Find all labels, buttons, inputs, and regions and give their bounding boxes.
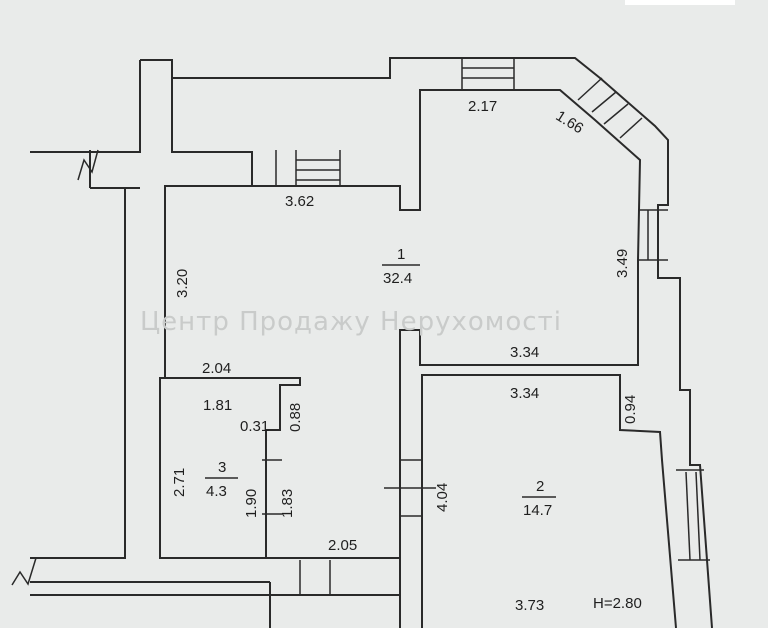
dim-corridor-top: 3.62: [285, 193, 314, 210]
room-3-area: 4.3: [206, 483, 227, 500]
room2-wall: [421, 374, 677, 628]
window-right: [638, 209, 668, 261]
dim-room1-bottom: 3.34: [510, 344, 539, 361]
dim-corner-window: 1.66: [553, 107, 587, 137]
dim-bottom-corridor: 2.05: [328, 537, 357, 554]
watermark: Центр Продажу Нерухомості: [140, 307, 562, 337]
dim-room3-notch-w: 0.31: [240, 418, 269, 435]
room-3-number: 3: [218, 459, 226, 476]
dim-room2-right: 0.94: [622, 395, 639, 424]
dim-room3-door-1: 1.90: [243, 489, 260, 518]
dim-room3-notch-h: 0.88: [287, 403, 304, 432]
dim-room3-top-inner: 1.81: [203, 397, 232, 414]
dim-left-wall-1: 3.20: [174, 269, 191, 298]
dim-room2-top: 3.34: [510, 385, 539, 402]
lower-corridor-wall: [30, 557, 401, 628]
window-lower-right: [676, 469, 710, 561]
dim-right-wall-1: 3.49: [614, 249, 631, 278]
room-1-number: 1: [397, 246, 405, 263]
left-outer-wall: [140, 59, 301, 559]
room-2-area: 14.7: [523, 502, 552, 519]
room-1-label: 1 32.4: [382, 246, 420, 287]
window-top: [461, 58, 515, 90]
window-corner: [577, 77, 643, 139]
door-room2: [384, 459, 436, 517]
top-bar: [625, 0, 735, 5]
dim-room2-door: 4.04: [434, 483, 451, 512]
left-stub: [89, 150, 125, 189]
inner-top-wall: [252, 89, 642, 628]
room-2-number: 2: [536, 478, 544, 495]
door-room3: [262, 459, 282, 515]
break-marks: [11, 149, 99, 586]
left-main-wall: [30, 60, 141, 559]
dim-room3-door-2: 1.83: [279, 489, 296, 518]
dim-room3-top-outer: 2.04: [202, 360, 231, 377]
dim-room3-left: 2.71: [171, 468, 188, 497]
door-top-corridor: [275, 150, 341, 186]
door-bottom-corridor: [299, 560, 331, 595]
ceiling-height: H=2.80: [593, 595, 642, 612]
top-corridor-wall: [172, 57, 713, 628]
room-3-label: 3 4.3: [205, 459, 238, 500]
room-1-area: 32.4: [383, 270, 412, 287]
dim-room2-bottom: 3.73: [515, 597, 544, 614]
room-2-label: 2 14.7: [522, 478, 556, 519]
dim-top-window: 2.17: [468, 98, 497, 115]
